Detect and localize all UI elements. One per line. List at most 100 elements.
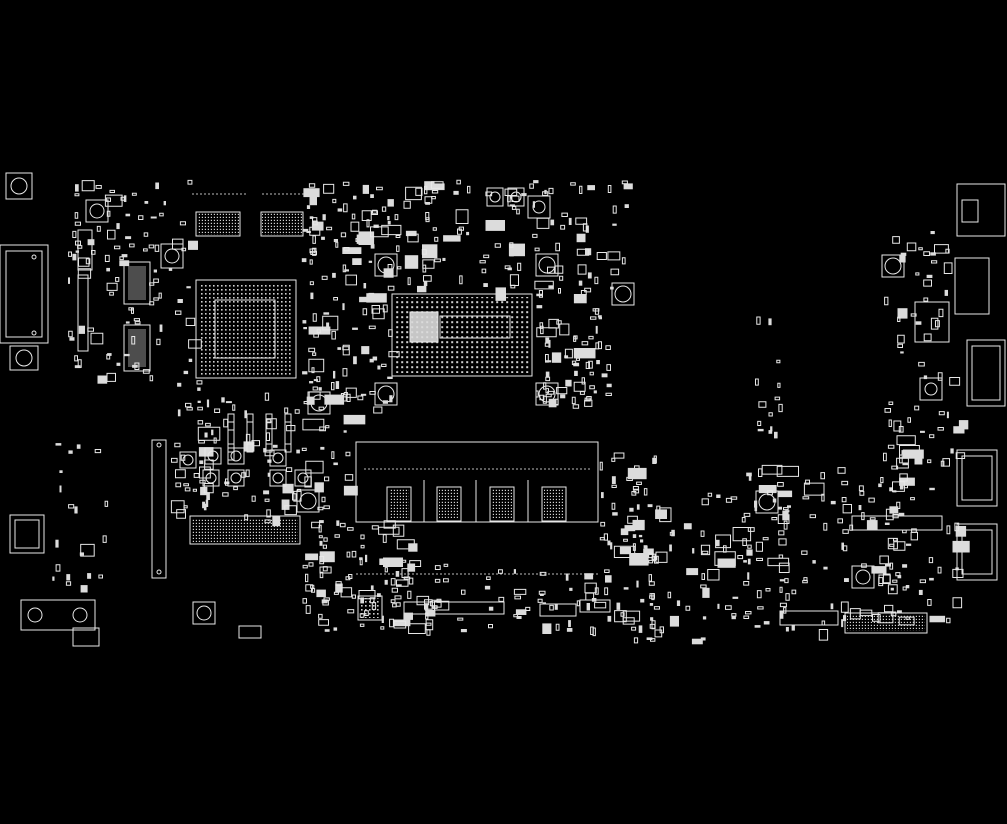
smd-part — [802, 551, 807, 554]
smd-part — [819, 630, 827, 641]
smd-part — [803, 581, 808, 583]
smd-part — [601, 492, 604, 499]
smd-part — [361, 545, 364, 548]
smd-part — [668, 592, 671, 598]
smd-part — [404, 201, 410, 208]
smd-part — [310, 292, 314, 300]
smd-part — [301, 258, 307, 263]
smd-part — [591, 598, 597, 602]
smd-part — [748, 474, 752, 481]
smd-part — [318, 387, 322, 391]
smd-part — [899, 477, 915, 486]
smd-part — [82, 181, 94, 191]
smd-part — [885, 605, 893, 611]
smd-part — [171, 501, 184, 513]
smd-part — [897, 436, 915, 445]
smd-part — [324, 598, 329, 600]
smd-part — [186, 286, 191, 289]
smd-part — [316, 589, 326, 598]
smd-part — [544, 383, 546, 389]
smd-part — [915, 406, 919, 410]
smd-part — [632, 492, 636, 496]
smd-part — [377, 593, 381, 597]
smd-part — [732, 596, 739, 599]
smd-part — [189, 340, 202, 348]
smd-part — [78, 360, 81, 368]
smd-part — [898, 317, 900, 321]
smd-part — [444, 579, 449, 582]
smd-part — [352, 327, 358, 330]
smd-part — [333, 370, 336, 379]
smd-part — [319, 407, 324, 410]
smd-part — [309, 381, 314, 384]
smd-part — [333, 199, 336, 202]
smd-part — [636, 504, 640, 510]
smd-part — [701, 531, 704, 536]
smd-part — [426, 213, 429, 220]
smd-part — [593, 390, 597, 394]
smd-part — [935, 245, 949, 254]
smd-part — [768, 430, 773, 434]
smd-part — [335, 535, 339, 538]
smd-part — [383, 557, 403, 567]
inductor — [205, 448, 221, 464]
smd-part — [898, 344, 903, 347]
smd-part — [652, 457, 657, 464]
smd-part — [377, 365, 381, 370]
smd-part — [389, 352, 399, 357]
smd-part — [442, 257, 446, 261]
smd-part — [841, 542, 844, 550]
smd-part — [485, 220, 505, 231]
smd-part — [78, 246, 82, 249]
smd-part — [756, 379, 759, 385]
smd-part — [620, 528, 629, 536]
smd-part — [622, 181, 627, 184]
smd-part — [384, 579, 388, 585]
smd-part — [894, 539, 898, 541]
smd-part — [372, 306, 380, 314]
smd-part — [361, 535, 364, 539]
smd-part — [359, 557, 363, 561]
smd-part — [125, 213, 131, 217]
smd-part — [317, 329, 320, 332]
smd-part — [352, 551, 356, 557]
smd-part — [928, 600, 931, 606]
smd-part — [319, 540, 323, 546]
smd-part — [130, 244, 135, 247]
smd-part — [614, 546, 634, 557]
smd-part — [574, 370, 578, 376]
smd-part — [341, 233, 345, 237]
smd-part — [176, 311, 181, 314]
smd-part — [343, 345, 349, 355]
smd-part — [108, 230, 116, 239]
smd-part — [870, 518, 875, 520]
smd-part — [396, 236, 400, 238]
smd-part — [344, 269, 349, 272]
smd-part — [702, 587, 710, 598]
smd-part — [623, 611, 639, 621]
smd-part — [388, 286, 394, 290]
smd-part — [107, 373, 116, 381]
smd-part — [320, 572, 323, 577]
smd-part — [595, 277, 598, 283]
smd-part — [587, 185, 595, 191]
smd-part — [326, 426, 329, 428]
smd-part — [915, 321, 922, 325]
smd-part — [177, 409, 181, 417]
smd-part — [743, 539, 747, 546]
smd-part — [731, 615, 736, 620]
smd-part — [726, 498, 731, 502]
smd-part — [778, 383, 780, 387]
smd-part — [74, 506, 78, 514]
smd-part — [79, 552, 84, 556]
smd-part — [759, 402, 766, 408]
smd-part — [285, 506, 297, 515]
smd-part — [622, 258, 625, 264]
smd-part — [359, 296, 367, 303]
smd-part — [373, 210, 377, 213]
smd-part — [649, 603, 654, 606]
smd-part — [583, 224, 587, 231]
smd-part — [881, 478, 883, 483]
smd-part — [176, 483, 181, 487]
smd-part — [243, 441, 255, 452]
